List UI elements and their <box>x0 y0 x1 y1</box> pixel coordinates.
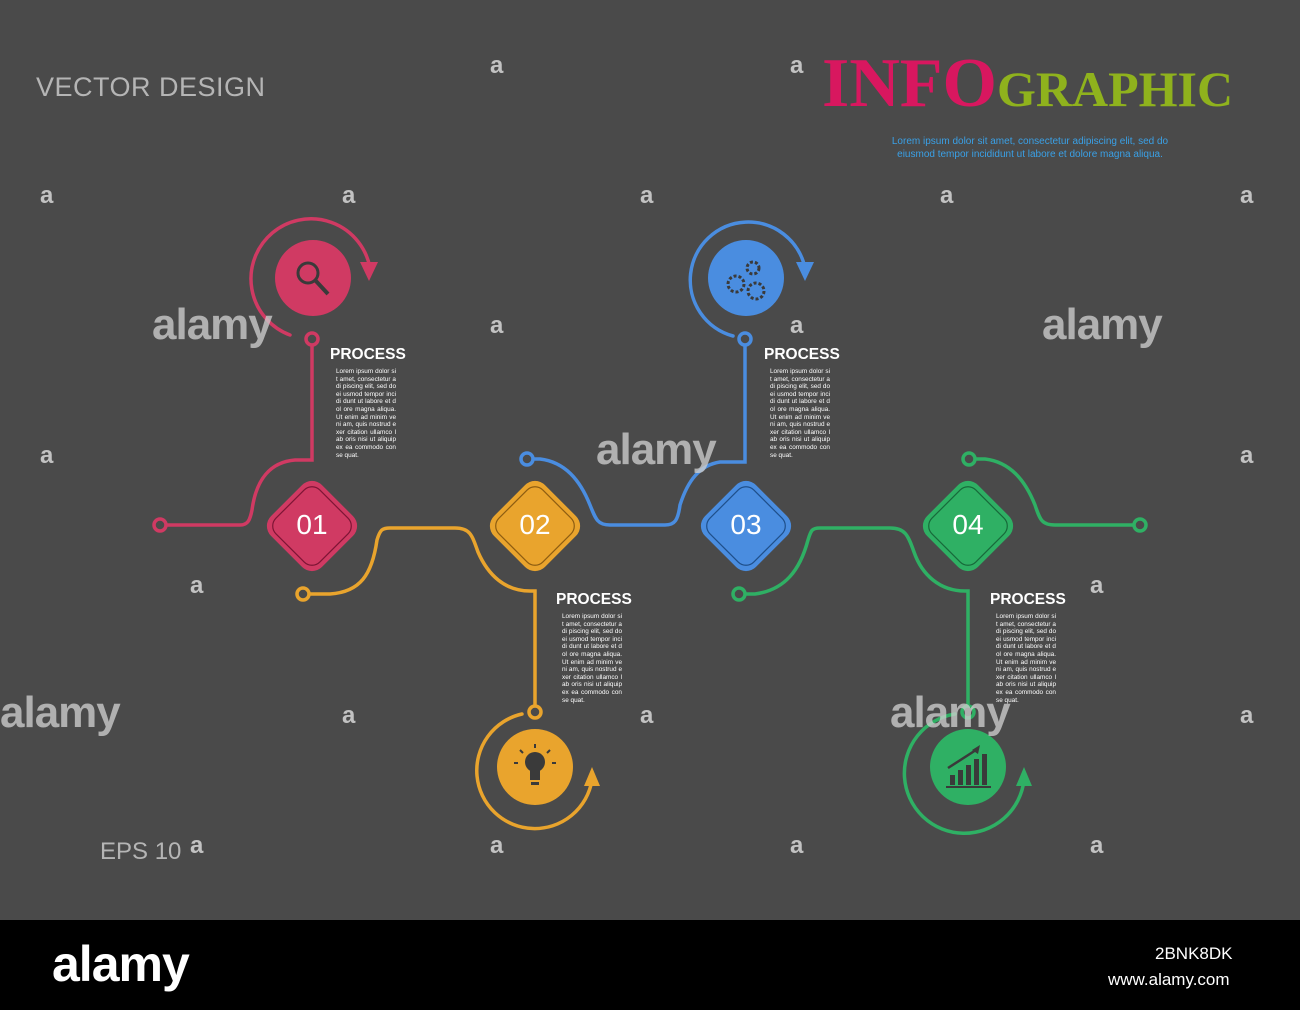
footer-logo: alamy <box>52 936 190 992</box>
watermark-mark: a <box>940 182 954 209</box>
step-number-01: 01 <box>296 509 328 540</box>
diamond-02 <box>489 480 581 572</box>
title-info: INFO <box>822 45 997 122</box>
watermark-text: alamy <box>596 425 717 474</box>
watermark-mark: a <box>1090 572 1104 599</box>
watermark-mark: a <box>490 312 504 339</box>
magnifier-icon <box>296 261 330 296</box>
arrowhead-01 <box>360 262 378 281</box>
icon-disc-03 <box>708 240 784 316</box>
watermark-text: alamy <box>152 300 273 349</box>
watermark-mark: a <box>342 702 356 729</box>
connector-line-04b <box>967 457 1142 527</box>
vector-design-label: VECTOR DESIGN <box>36 72 266 102</box>
cycle-arrow-04 <box>902 712 1026 835</box>
watermark-mark: a <box>640 702 654 729</box>
process-body-02: Lorem ipsum dolor sit amet, consectetur … <box>562 613 622 704</box>
process-title-01: PROCESS <box>330 346 406 363</box>
watermark-mark: a <box>1240 182 1254 209</box>
node-dot <box>1132 517 1148 533</box>
watermark-mark: a <box>490 832 504 859</box>
process-title-02: PROCESS <box>556 591 632 608</box>
step-number-03: 03 <box>730 509 762 540</box>
process-title-03: PROCESS <box>764 346 840 363</box>
process-title-04: PROCESS <box>990 591 1066 608</box>
step-number-02: 02 <box>519 509 551 540</box>
infographic-title: INFOGRAPHIC <box>822 44 1233 124</box>
watermark-mark: a <box>40 442 54 469</box>
connector-line-02 <box>301 526 537 714</box>
growth-chart-icon <box>946 745 991 788</box>
watermark-mark: a <box>790 312 804 339</box>
icon-disc-01 <box>275 240 351 316</box>
watermark-mark: a <box>1240 702 1254 729</box>
diamond-03 <box>700 480 792 572</box>
cycle-arrow-02 <box>475 712 594 831</box>
title-graphic: GRAPHIC <box>997 61 1234 117</box>
watermark-text: alamy <box>890 688 1011 737</box>
node-dot <box>960 704 976 720</box>
node-dot <box>527 704 543 720</box>
watermark-text: alamy <box>1042 300 1163 349</box>
watermark-mark: a <box>1240 442 1254 469</box>
footer-image-id: 2BNK8DK <box>1155 944 1233 963</box>
node-dot <box>961 451 977 467</box>
cycle-arrow-03 <box>688 220 807 338</box>
watermark-mark: a <box>790 52 804 79</box>
watermark-mark: a <box>490 52 504 79</box>
header-description: Lorem ipsum dolor sit amet, consectetur … <box>891 136 1169 160</box>
node-dot <box>295 586 311 602</box>
lightbulb-icon <box>514 744 556 785</box>
node-dot <box>304 331 320 347</box>
node-dot <box>737 331 753 347</box>
watermark-mark: a <box>342 182 356 209</box>
cycle-arrow-01 <box>249 217 372 337</box>
node-dot <box>152 517 168 533</box>
watermark-text: alamy <box>0 688 121 737</box>
arrowhead-03 <box>796 262 814 281</box>
footer-url: www.alamy.com <box>1108 970 1230 989</box>
node-dot <box>731 586 747 602</box>
connector-line-01 <box>158 338 314 527</box>
diamond-04 <box>922 480 1014 572</box>
watermark-mark: a <box>190 572 204 599</box>
infographic-canvas: VECTOR DESIGN INFOGRAPHIC Lorem ipsum do… <box>0 0 1300 920</box>
node-dot <box>519 451 535 467</box>
process-body-01: Lorem ipsum dolor sit amet, consectetur … <box>336 368 396 459</box>
diamond-01 <box>266 480 358 572</box>
watermark-mark: a <box>1090 832 1104 859</box>
watermark-mark: a <box>790 832 804 859</box>
eps-version-label: EPS 10 <box>100 838 182 865</box>
arrowhead-02 <box>584 767 600 786</box>
connector-line-04 <box>737 526 970 714</box>
gears-icon <box>726 260 766 301</box>
watermark-mark: a <box>40 182 54 209</box>
watermark-mark: a <box>190 832 204 859</box>
process-body-04: Lorem ipsum dolor sit amet, consectetur … <box>996 613 1056 704</box>
arrowhead-04 <box>1016 767 1032 786</box>
step-number-04: 04 <box>952 509 984 540</box>
watermark-mark: a <box>640 182 654 209</box>
connector-line-03 <box>525 338 747 527</box>
timeline-graphic <box>152 217 1148 835</box>
process-body-03: Lorem ipsum dolor sit amet, consectetur … <box>770 368 830 459</box>
